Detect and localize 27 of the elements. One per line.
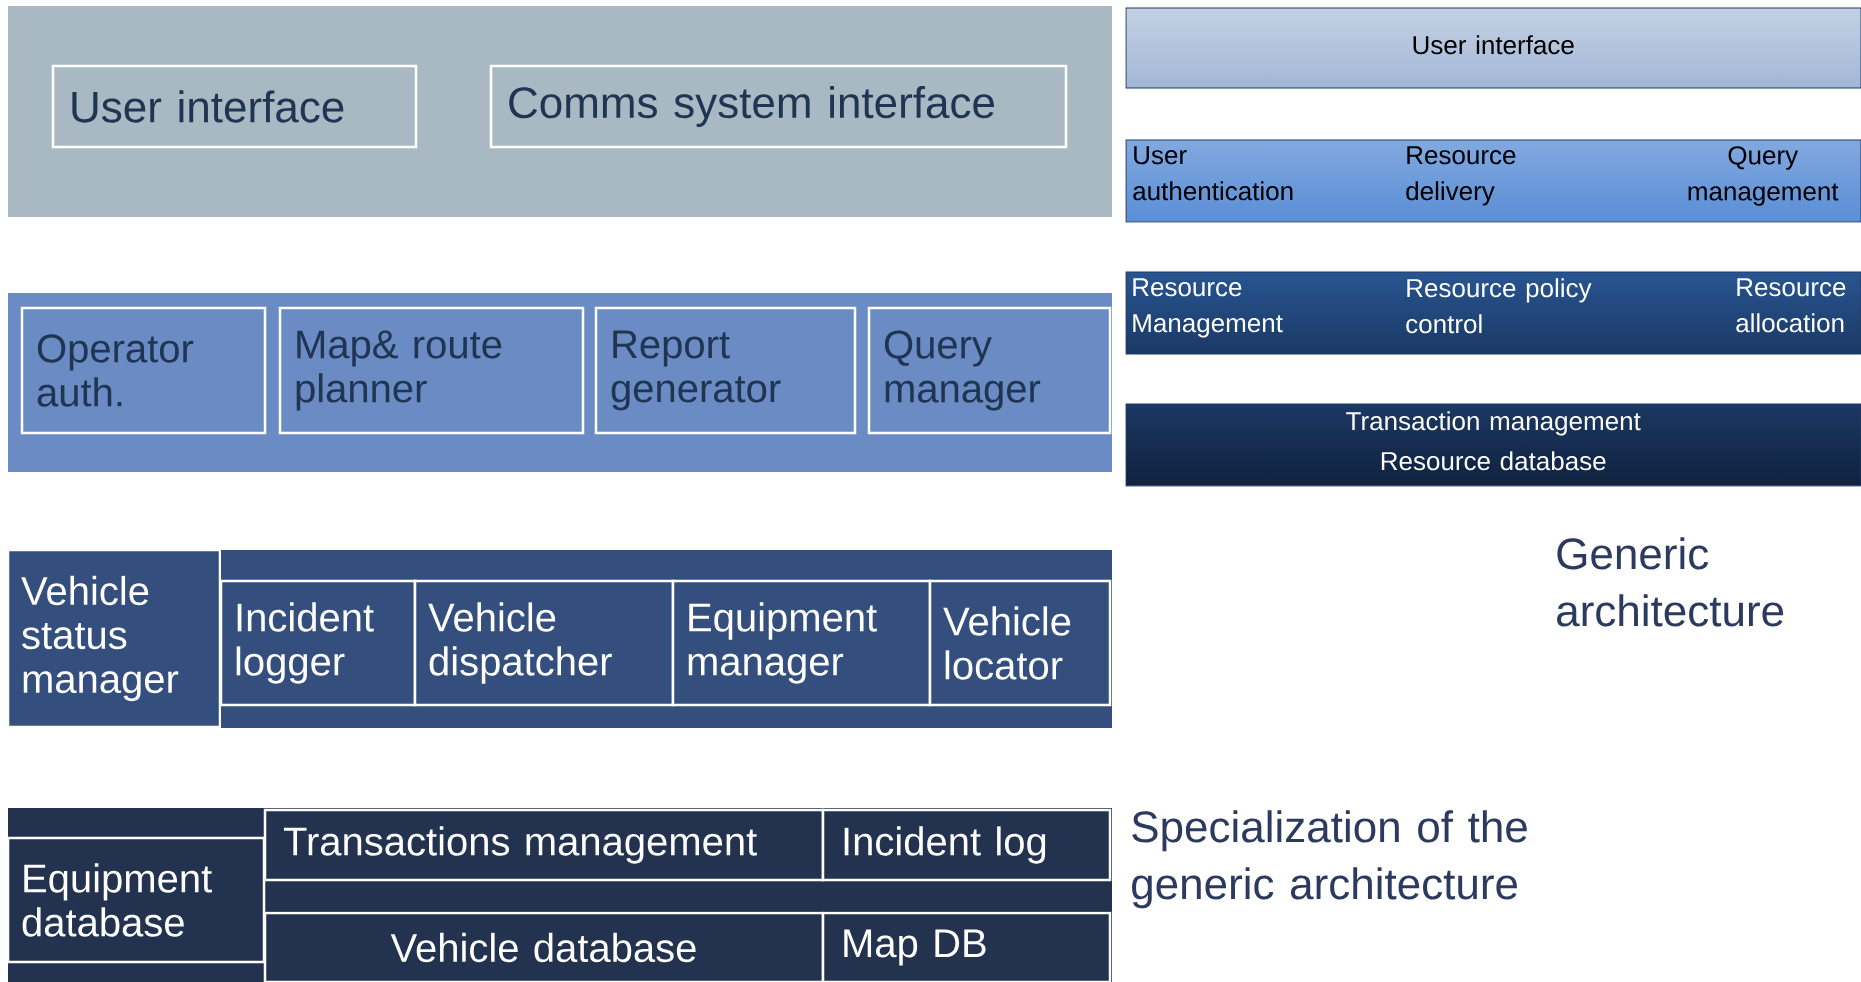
component-box: Operator auth. xyxy=(20,306,267,435)
caption-text: Generic architecture xyxy=(1557,537,1784,627)
component-box: Equipment database xyxy=(6,836,266,964)
component-box: Equipment manager xyxy=(671,579,932,707)
component-box: Map& route planner xyxy=(278,306,585,435)
band-text: Query management xyxy=(1688,146,1839,206)
band-text: User interface xyxy=(1413,35,1574,55)
band-text: Resource database xyxy=(1381,451,1606,471)
component-box: Vehicle dispatcher xyxy=(413,579,675,707)
component-box: Vehicle status manager xyxy=(6,548,222,729)
component-box: User interface xyxy=(51,64,418,149)
component-box: Map DB xyxy=(821,911,1112,982)
component-box: Report generator xyxy=(594,306,857,435)
component-box: Vehicle database xyxy=(263,911,825,982)
caption-text: Specialization of the generic architecture xyxy=(1132,810,1527,909)
component-box: Transactions management xyxy=(263,808,825,882)
component-box: Incident logger xyxy=(219,579,417,707)
band-text: Transaction management xyxy=(1346,411,1641,436)
band-text: Resource Management xyxy=(1133,278,1283,338)
component-box: Vehicle locator xyxy=(928,579,1112,707)
band-text: User authentication xyxy=(1133,146,1293,201)
component-box: Query manager xyxy=(867,306,1112,435)
component-box: Incident log xyxy=(821,808,1112,882)
band-text: Resource delivery xyxy=(1406,146,1516,206)
band-text: Resource policy control xyxy=(1406,278,1592,334)
band-text: Resource allocation xyxy=(1736,278,1846,333)
component-box: Comms system interface xyxy=(489,64,1068,149)
